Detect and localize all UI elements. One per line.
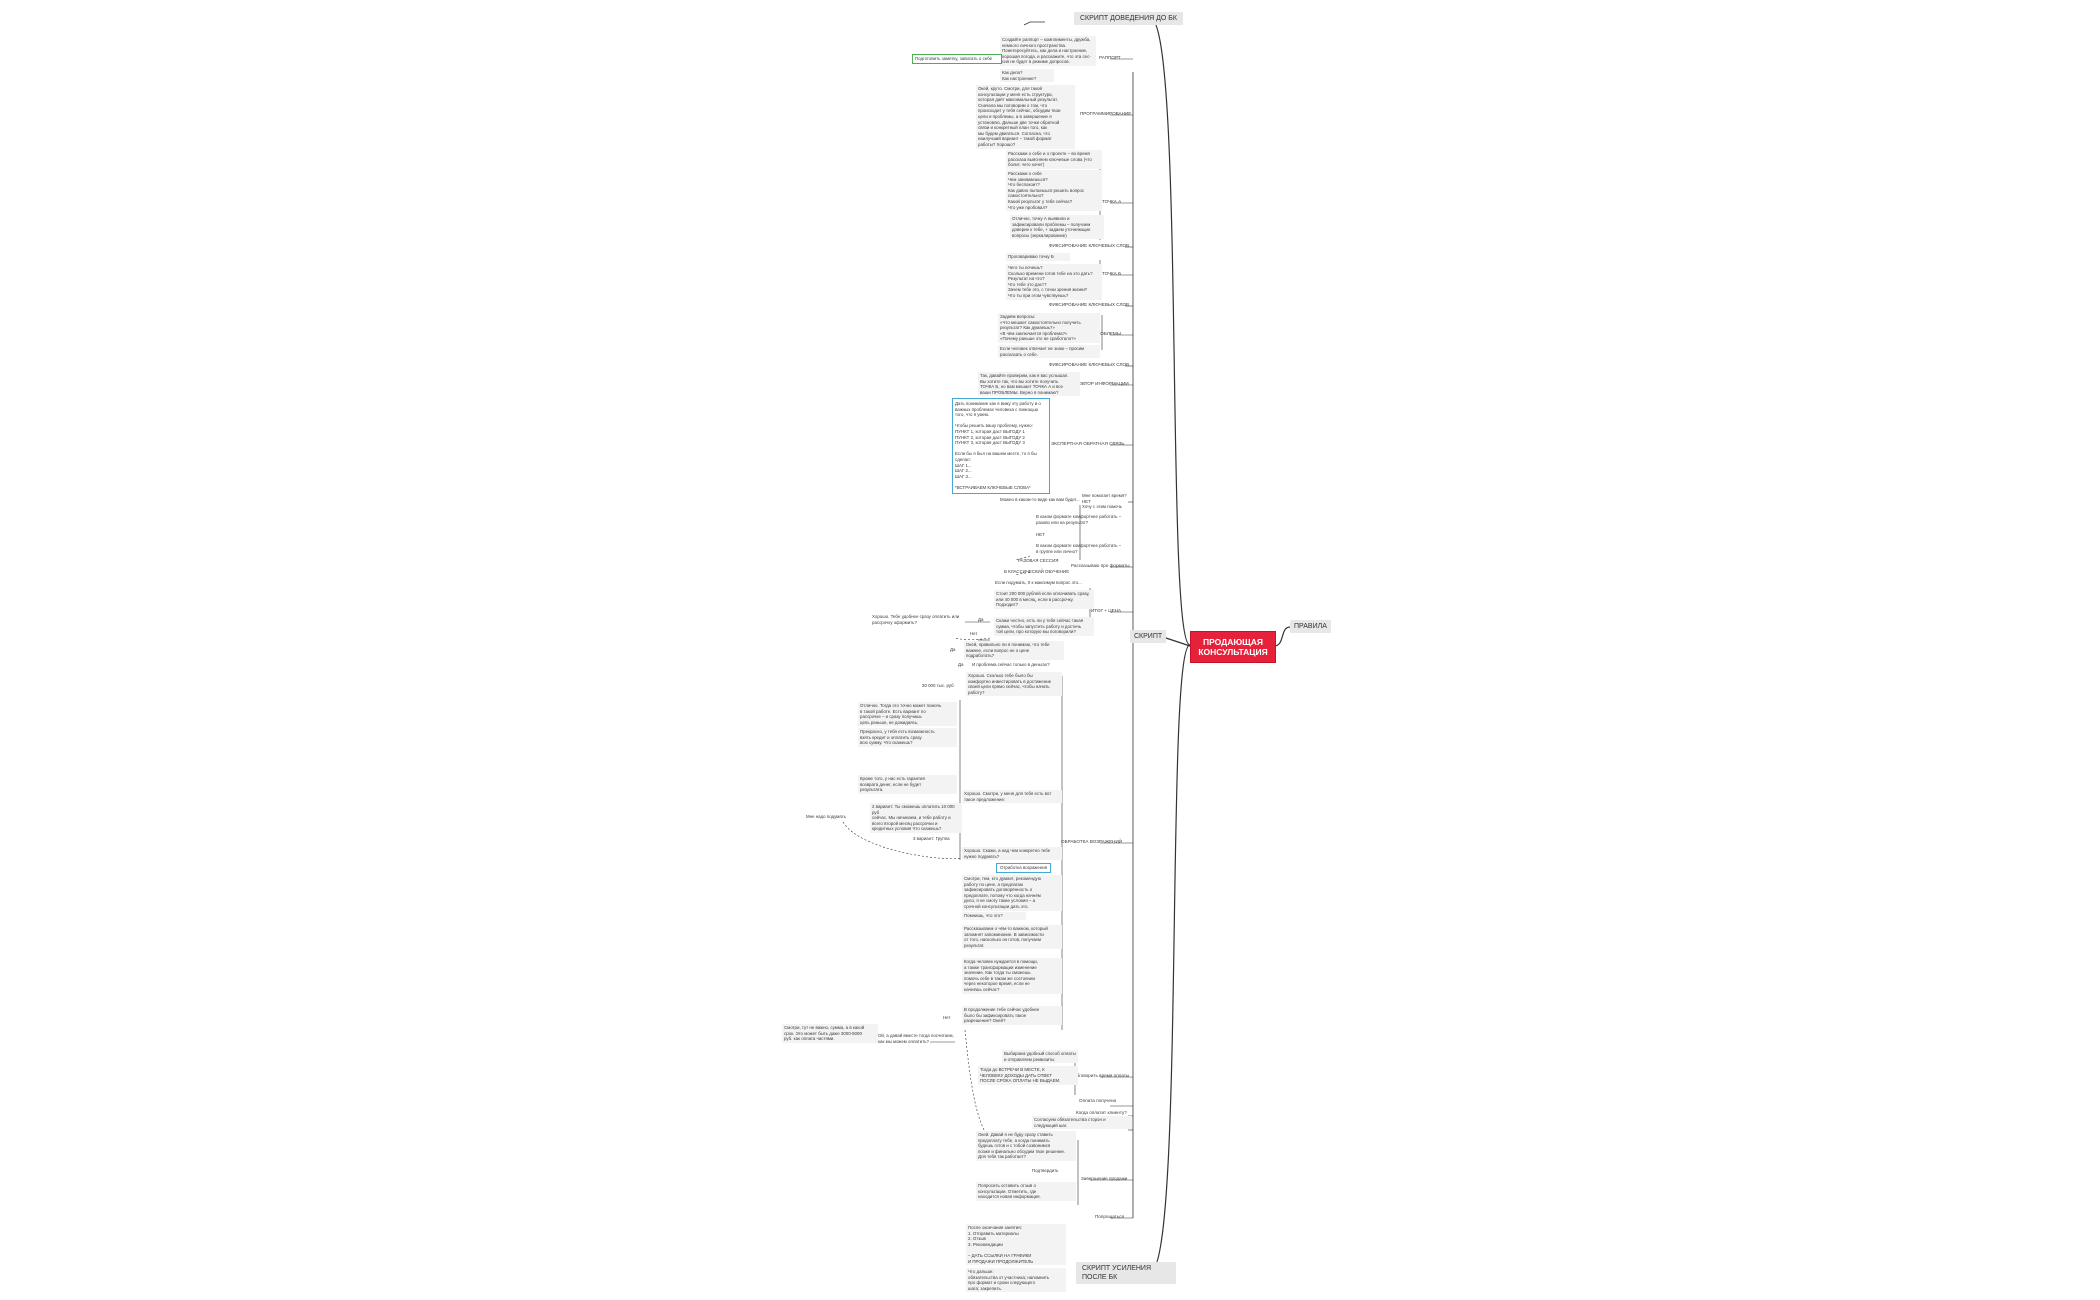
yes-branch-3[interactable]: Да bbox=[958, 662, 964, 667]
no-branch-1[interactable]: Нет bbox=[970, 631, 978, 636]
summary-note: Так, давайте проверим, как я вас услышал… bbox=[978, 372, 1080, 397]
objection-offer: Хорошо. Смотри, у меня для тебя есть вот… bbox=[962, 790, 1062, 804]
workout-note-4: Когда человек нуждается в помощи, а такж… bbox=[962, 958, 1062, 994]
stage-extra[interactable]: Завершение продажи bbox=[1081, 1176, 1128, 1181]
deal-note-3: Подтвердить bbox=[1032, 1168, 1059, 1173]
stage-summary[interactable]: ПОВТОР ИНФОРМАЦИИ bbox=[1075, 381, 1129, 386]
expert-note: Дать понимание как я вижу эту работу и о… bbox=[952, 398, 1050, 494]
format-option-2: НЕТ bbox=[1036, 532, 1045, 537]
stage-price[interactable]: ИТОГ + ЦЕНА bbox=[1091, 608, 1122, 613]
stage-point-a[interactable]: ТОЧКА А bbox=[1102, 199, 1122, 204]
no-money-branch[interactable]: Нет bbox=[943, 1015, 951, 1020]
deal-note-4: Попросить оставить отзыв о консультации.… bbox=[976, 1182, 1076, 1201]
format-answer: Мне помогает время? НЕТ Хочу с этим помо… bbox=[1082, 493, 1127, 510]
format-option-3: В каком формате комфортнее работать – в … bbox=[1036, 543, 1122, 554]
workout-note-5: В продолжение тебе сейчас удобнее было б… bbox=[962, 1006, 1062, 1025]
no-money-question: Ой, а давай вместе тогда посчитаем, как … bbox=[878, 1033, 954, 1044]
stage-close[interactable]: Попрощаться bbox=[1095, 1214, 1124, 1219]
money-question: И проблема сейчас только в деньгах? bbox=[972, 662, 1050, 667]
stage-payreceived[interactable]: Оплата получена bbox=[1079, 1098, 1117, 1103]
stage-point-b[interactable]: ТОЧКА Б bbox=[1102, 271, 1122, 276]
deal-note-2: Окей. Давай я не буду сразу ставить пред… bbox=[976, 1131, 1076, 1161]
root-node[interactable]: ПРОДАЮЩАЯ КОНСУЛЬТАЦИЯ bbox=[1190, 631, 1276, 663]
objection-5: 3 вариант: Группа bbox=[913, 836, 950, 841]
point-a-note-3: Отлично, точку А выявили и зафиксировали… bbox=[1010, 215, 1104, 240]
objection-2: Прекрасно, у тебя есть возможность взять… bbox=[858, 728, 957, 747]
invest-question: Хорошо. Сколько тебе было бы комфортно и… bbox=[966, 672, 1062, 697]
yes-branch-2[interactable]: Да bbox=[950, 647, 956, 652]
stage-whenpay[interactable]: Когда оплатит клиенту? bbox=[1076, 1110, 1127, 1115]
workout-note-1: Смотри, тем, кто думает, рекомендую рабо… bbox=[962, 875, 1062, 911]
point-a-note-1: Расскажи о себе и о проекте – во время р… bbox=[1006, 150, 1102, 169]
rapport-note-1: Создайте раппорт – комплименты, дружба, … bbox=[1000, 36, 1096, 66]
bottom-note-1: После окончания занятия: 1. Отправить ма… bbox=[966, 1224, 1066, 1266]
stage-fix2[interactable]: ФИКСИРОВАНИЕ КЛЮЧЕВЫХ СЛОВ bbox=[1049, 302, 1130, 307]
problems-note-1: Задаём вопросы: «Что мешает самостоятель… bbox=[998, 313, 1100, 343]
stage-rapport[interactable]: РАППОРТ bbox=[1099, 55, 1121, 60]
price-note-2: Стоит 200 000 рублей если оплачивать сра… bbox=[994, 590, 1094, 609]
course-classic[interactable]: В КЛАССИЧЕСКИЙ ОБУЧЕНИЕ bbox=[1004, 569, 1070, 574]
think-reply: Мне надо подумать bbox=[806, 814, 846, 819]
workout-label[interactable]: Отработка возражения bbox=[996, 863, 1052, 873]
objection-4: 2 вариант: Ты сможешь оплатить 10 000 ру… bbox=[870, 803, 962, 833]
section-script[interactable]: СКРИПТ bbox=[1130, 630, 1167, 643]
amount-answer: 30 000 тыс. руб bbox=[922, 683, 954, 688]
stage-fix1[interactable]: ФИКСИРОВАНИЕ КЛЮЧЕВЫХ СЛОВ bbox=[1049, 243, 1130, 248]
stage-format[interactable]: Рассказываю про форматы bbox=[1071, 563, 1130, 568]
stage-problems[interactable]: ПРОБЛЕМЫ bbox=[1094, 331, 1121, 336]
think-question: Хорошо. Скажи, а над чем конкретно тебе … bbox=[962, 847, 1062, 861]
section-bottom[interactable]: СКРИПТ УСИЛЕНИЯ ПОСЛЕ БК bbox=[1076, 1262, 1176, 1284]
stage-programming[interactable]: ПРОГРАММИРОВАНИЕ bbox=[1080, 111, 1132, 116]
problems-note-2: Если человек отвечает не знаю – просим р… bbox=[998, 345, 1100, 359]
format-question: Можно в каком-то виде как вам будет... bbox=[1000, 497, 1080, 502]
price-note-1: Если подумать, 0 к максимум вопрос это..… bbox=[995, 580, 1082, 585]
workout-note-2: Помнишь, что это? bbox=[962, 912, 1026, 920]
yes-left-note: Хорошо. Тебе удобнее сразу оплатить или … bbox=[872, 614, 960, 625]
point-a-note-2: Расскажи о себе Чем занимаешься? Что бес… bbox=[1006, 170, 1102, 212]
stage-fix3[interactable]: ФИКСИРОВАНИЕ КЛЮЧЕВЫХ СЛОВ bbox=[1049, 362, 1130, 367]
section-top[interactable]: СКРИПТ ДОВЕДЕНИЯ ДО БК bbox=[1074, 12, 1183, 25]
objection-1: Отлично. Тогда это точно может помочь в … bbox=[858, 702, 957, 727]
section-rules[interactable]: ПРАВИЛА bbox=[1290, 620, 1331, 633]
programming-note: Окей, круто. Смотри, для такой консульта… bbox=[976, 85, 1075, 149]
deal-note-1: Согласуем обязательства сторон и следующ… bbox=[1032, 1116, 1132, 1130]
format-option-1: В каком формате комфортнее работать – ра… bbox=[1036, 514, 1122, 525]
objection-3: Кроме того, у нас есть гарантия возврата… bbox=[858, 775, 957, 794]
course-one-off[interactable]: РАЗОВАЯ СЕССИЯ bbox=[1018, 558, 1059, 563]
rapport-left-note: Подготовить заметку, записать о себе bbox=[912, 54, 1002, 64]
pay-note-2: Тогда до ВСТРЕЧИ В МЕСТЕ, К ЧЕЛОВЕКУ ДОХ… bbox=[978, 1066, 1078, 1085]
workout-note-3: Рассказываем о чём-то важном, который за… bbox=[962, 925, 1062, 950]
bottom-note-2: Что дальше: обязательства от участника; … bbox=[966, 1268, 1066, 1293]
no-money-left-note: Смотри, тут не важно, сумма, а в какой с… bbox=[782, 1024, 878, 1043]
point-b-note-2: Чего ты хочешь? Сколько времени готов те… bbox=[1006, 264, 1102, 300]
yes-branch-1[interactable]: Да bbox=[978, 617, 984, 622]
help-note: Окей, правильно ли я понимаю, что тебе в… bbox=[964, 641, 1064, 660]
stage-paytime[interactable]: Обговорить время оплаты bbox=[1073, 1073, 1130, 1078]
point-b-note-1: Проговариваю точку Б bbox=[1006, 253, 1070, 261]
pay-note-1: Выбираем удобный способ оплаты и отправл… bbox=[1002, 1050, 1078, 1064]
stage-expert[interactable]: ЭКСПЕРТНАЯ ОБРАТНАЯ СВЯЗЬ bbox=[1051, 441, 1125, 446]
stage-objections[interactable]: ОБРАБОТКА ВОЗРАЖЕНИЙ bbox=[1061, 839, 1123, 844]
price-note-3: Скажи честно, есть ли у тебя сейчас така… bbox=[994, 617, 1094, 636]
rapport-note-2: Как дела? Как настроение? bbox=[1000, 69, 1054, 83]
